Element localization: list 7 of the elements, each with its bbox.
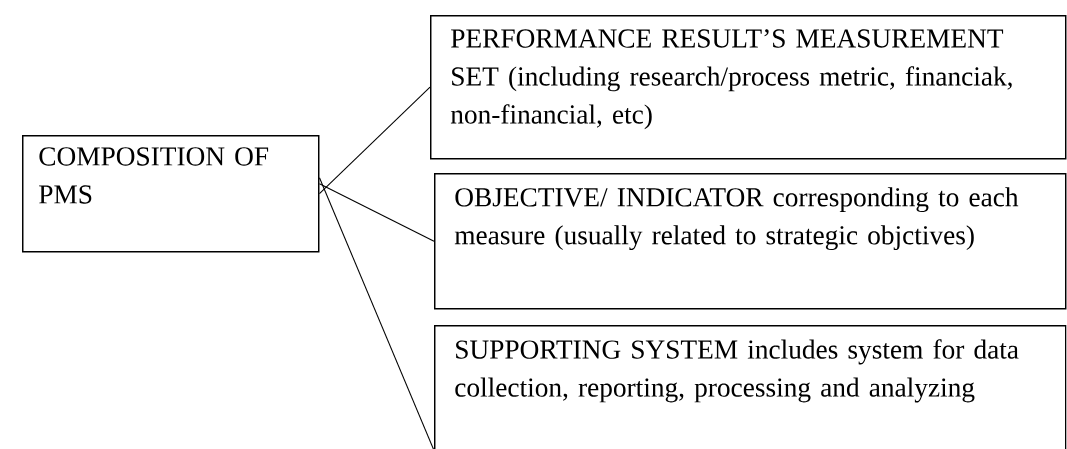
text-box: SUPPORTING SYSTEM includes system for data collection, reporting, processing and analyzing <box>434 325 1067 449</box>
text-box: PERFORMANCE RESULT’S MEASUREMENT SET (including research/process metric, financiak, non-financial, etc) <box>430 15 1067 160</box>
text-box: OBJECTIVE/ INDICATOR corresponding to each measure (usually related to strategic objctives) <box>434 173 1067 310</box>
connector-line <box>318 183 435 242</box>
connector-line <box>318 86 431 195</box>
text-box: COMPOSITION OF PMS <box>22 135 320 253</box>
connector-line <box>318 177 435 449</box>
